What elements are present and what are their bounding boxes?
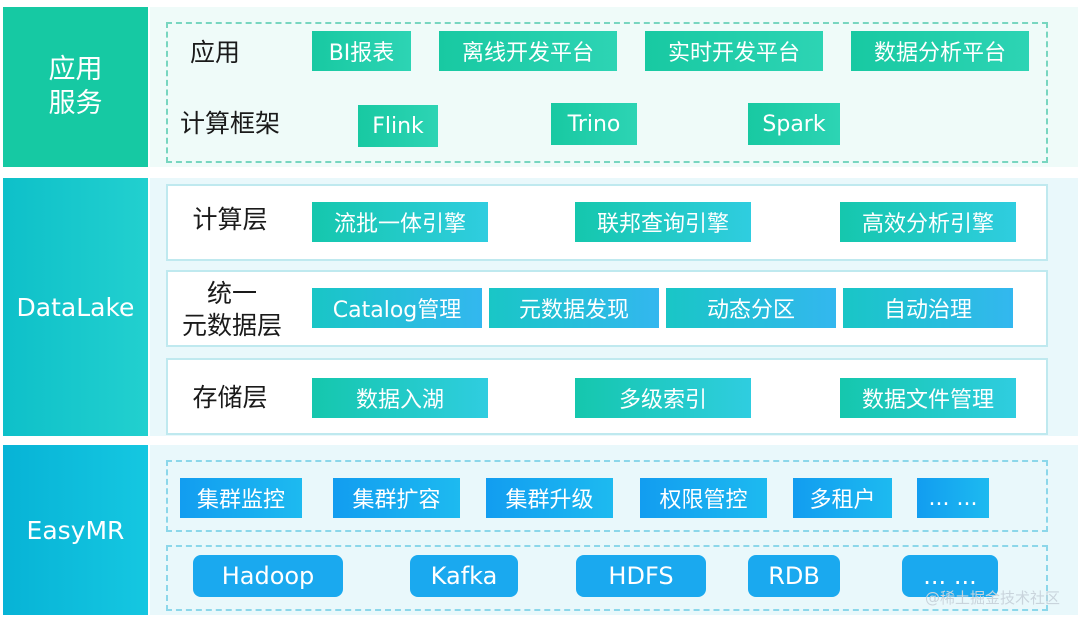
framework-chip-flink: Flink (358, 105, 438, 147)
dl-chip-data-file-management: 数据文件管理 (840, 378, 1016, 418)
app-row-label: 应用 (189, 38, 240, 67)
easymr-ops-dashed-frame (166, 460, 1048, 532)
app-chip-offline-dev-platform: 离线开发平台 (439, 31, 617, 71)
dl-chip-stream-batch-engine: 流批一体引擎 (312, 202, 488, 242)
app-chip-realtime-dev-platform: 实时开发平台 (645, 31, 823, 71)
dl-chip-efficient-analysis-engine: 高效分析引擎 (840, 202, 1016, 242)
em-chip-kafka: Kafka (410, 555, 518, 597)
app-service-dashed-frame (166, 22, 1048, 163)
dl-chip-dynamic-partition: 动态分区 (666, 288, 836, 328)
datalake-layer-title-text: DataLake (16, 292, 135, 322)
em-chip-cluster-upgrade: 集群升级 (486, 478, 613, 518)
dl-chip-metadata-discovery: 元数据发现 (489, 288, 659, 328)
app-chip-data-analysis-platform: 数据分析平台 (851, 31, 1029, 71)
em-chip-hadoop: Hadoop (193, 555, 343, 597)
framework-chip-trino: Trino (551, 103, 637, 145)
dl-chip-data-ingestion: 数据入湖 (312, 378, 488, 418)
app-service-layer-title: 应用 服务 (3, 7, 148, 167)
em-chip-permission-control: 权限管控 (640, 478, 767, 518)
em-chip-cluster-monitor: 集群监控 (180, 478, 302, 518)
easymr-engine-dashed-frame (166, 545, 1048, 611)
em-chip-more-ops: ... ... (917, 478, 989, 518)
dl-chip-federated-query-engine: 联邦查询引擎 (575, 202, 751, 242)
app-service-layer-title-text: 应用 服务 (48, 54, 103, 119)
metadata-layer-label: 统一 元数据层 (181, 279, 282, 340)
em-chip-hdfs: HDFS (576, 555, 706, 597)
em-chip-more-engines: ... ... (902, 555, 998, 597)
watermark-text: @稀土掘金技术社区 (924, 589, 1060, 607)
app-chip-bi-report: BI报表 (312, 31, 411, 71)
em-chip-cluster-scale: 集群扩容 (333, 478, 460, 518)
compute-layer-label: 计算层 (192, 205, 268, 234)
storage-layer-label: 存储层 (192, 383, 268, 412)
dl-chip-multilevel-index: 多级索引 (575, 378, 751, 418)
em-chip-rdb: RDB (748, 555, 840, 597)
framework-chip-spark: Spark (748, 103, 840, 145)
dl-chip-auto-governance: 自动治理 (843, 288, 1013, 328)
datalake-layer-title: DataLake (3, 178, 148, 436)
easymr-layer-title: EasyMR (3, 445, 148, 615)
compute-framework-label: 计算框架 (179, 109, 280, 138)
easymr-layer-title-text: EasyMR (26, 515, 125, 545)
dl-chip-catalog-management: Catalog管理 (312, 288, 482, 328)
em-chip-multi-tenant: 多租户 (793, 478, 892, 518)
